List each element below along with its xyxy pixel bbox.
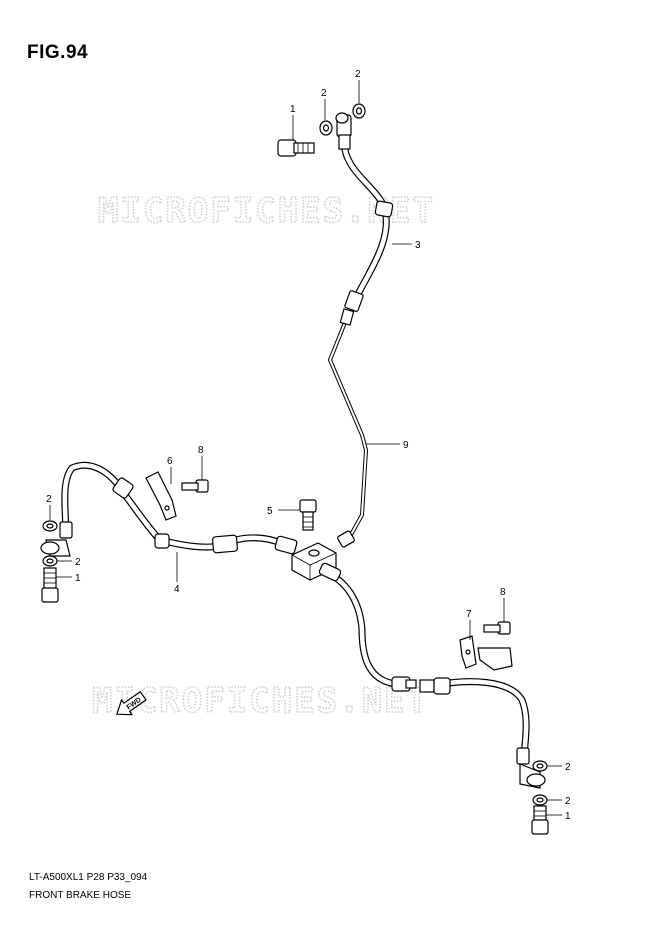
callout-joint-bolt: 5 xyxy=(267,506,273,517)
callout-washer-top-left: 2 xyxy=(321,88,327,99)
left-banjo xyxy=(40,539,71,557)
callout-clamp-right: 7 xyxy=(466,609,472,620)
banjo-bolt-right xyxy=(531,805,549,835)
clamp-bolt-right xyxy=(483,621,511,635)
callout-clamp-bolt-right: 8 xyxy=(500,587,506,598)
banjo-bolt-left xyxy=(41,567,59,603)
banjo-bolt-top xyxy=(277,139,315,157)
clamp-bolt-left xyxy=(181,479,209,493)
callout-pipe: 9 xyxy=(403,440,409,451)
callout-washer-left-lower: 2 xyxy=(75,557,81,568)
hose-clamp-right xyxy=(459,635,513,671)
watermark-lower: MICROFICHES.NET xyxy=(92,681,429,721)
callout-washer-right-lower: 2 xyxy=(565,796,571,807)
upper-brake-hose xyxy=(335,112,394,326)
footer-part-code: LT-A500XL1 P28 P33_094 xyxy=(29,872,148,883)
callout-clamp-left: 6 xyxy=(167,456,173,467)
callout-hose-upper: 3 xyxy=(415,240,421,251)
left-brake-hose xyxy=(59,461,298,555)
callout-washer-left-upper: 2 xyxy=(46,494,52,505)
figure-title: FIG.94 xyxy=(27,42,89,63)
brake-pipe xyxy=(328,323,368,548)
right-brake-hose xyxy=(318,562,530,765)
callout-bolt-left: 1 xyxy=(75,573,81,584)
hose-clamp-left xyxy=(145,471,177,521)
callout-bolt-top: 1 xyxy=(290,104,296,115)
footer-figure-name: FRONT BRAKE HOSE xyxy=(29,890,132,901)
callout-hose-left: 4 xyxy=(174,584,180,595)
callout-bolt-right: 1 xyxy=(565,811,571,822)
joint-bolt xyxy=(299,499,317,531)
callout-clamp-bolt-left: 8 xyxy=(198,445,204,456)
callout-washer-top-right: 2 xyxy=(355,69,361,80)
callout-washer-right-upper: 2 xyxy=(565,762,571,773)
